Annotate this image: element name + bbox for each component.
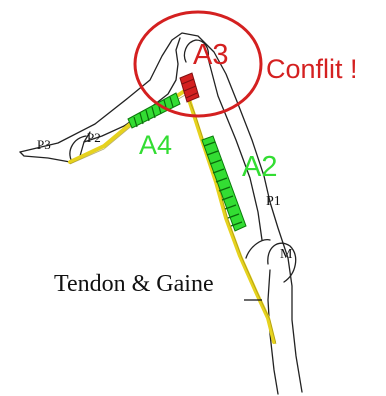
label-p3: P3 xyxy=(37,138,51,151)
label-a2: A2 xyxy=(242,153,277,182)
tendon-edge xyxy=(70,94,276,344)
a3-pulley xyxy=(180,73,199,102)
p1-base xyxy=(246,240,270,258)
flexor-tendon xyxy=(70,90,274,342)
label-a4: A4 xyxy=(139,132,172,159)
label-m: M xyxy=(280,248,292,262)
label-p1: P1 xyxy=(266,195,281,209)
bone-outlines xyxy=(20,33,302,394)
finger-outer-contour xyxy=(20,33,302,392)
label-p2: P2 xyxy=(87,131,101,144)
label-conflit: Conflit ! xyxy=(266,56,358,83)
label-a3: A3 xyxy=(193,41,228,70)
diagram-caption: Tendon & Gaine xyxy=(54,272,214,296)
